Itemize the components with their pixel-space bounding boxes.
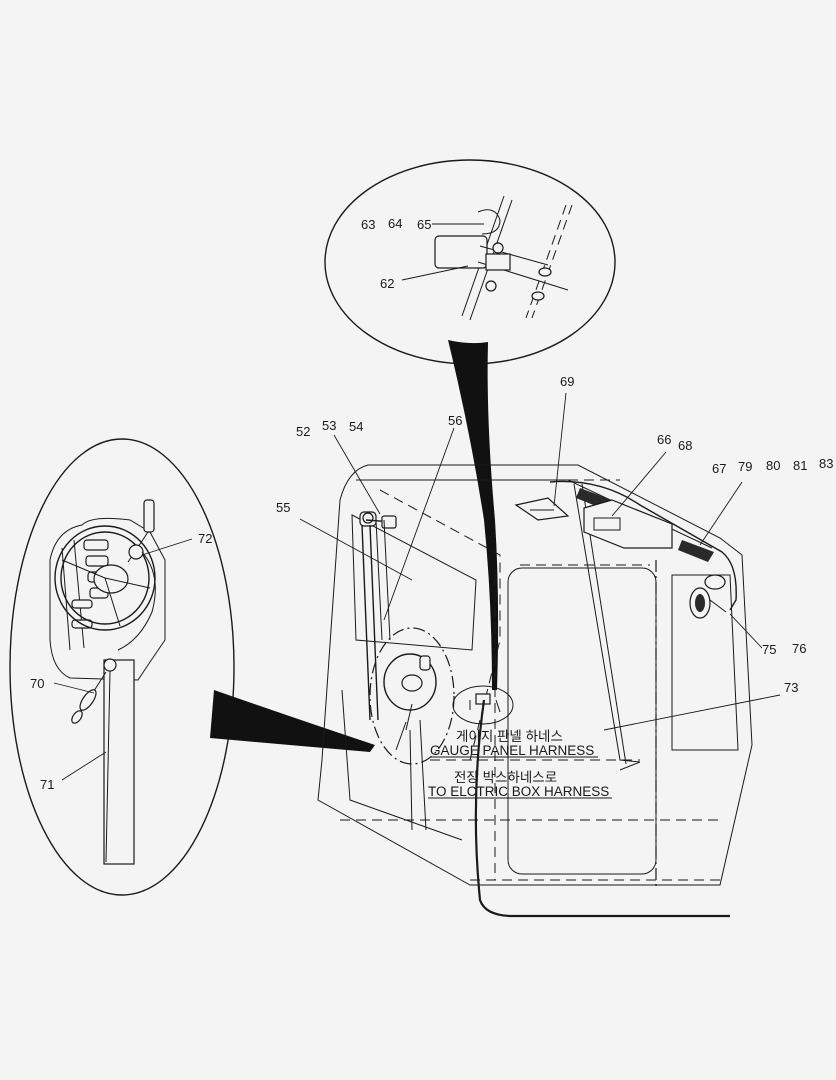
label-68: 68 xyxy=(678,438,692,453)
label-56: 56 xyxy=(448,413,462,428)
label-70: 70 xyxy=(30,676,44,691)
gauge-harness-caption-en: GAUGE PANEL HARNESS xyxy=(430,743,594,758)
label-69: 69 xyxy=(560,374,574,389)
label-76: 76 xyxy=(792,641,806,656)
label-54: 54 xyxy=(349,419,363,434)
label-75: 75 xyxy=(762,642,776,657)
label-62: 62 xyxy=(380,276,394,291)
label-71: 71 xyxy=(40,777,54,792)
cab-structure xyxy=(317,464,753,890)
box-harness-caption-ko: 전장 박스하네스로 xyxy=(454,770,557,785)
label-79: 79 xyxy=(738,459,752,474)
label-73: 73 xyxy=(784,680,798,695)
gauge-harness-caption-ko: 게이지 판넬 하네스 xyxy=(456,729,563,744)
wiper-assembly xyxy=(359,511,397,721)
label-72: 72 xyxy=(198,531,212,546)
label-65: 65 xyxy=(417,217,431,232)
label-66: 66 xyxy=(657,432,671,447)
label-55: 55 xyxy=(276,500,290,515)
left-detail-callout xyxy=(9,438,375,896)
label-81: 81 xyxy=(793,458,807,473)
label-63: 63 xyxy=(361,217,375,232)
label-52: 52 xyxy=(296,424,310,439)
console-ring xyxy=(369,627,455,831)
label-80: 80 xyxy=(766,458,780,473)
top-detail-callout xyxy=(324,159,616,690)
label-67: 67 xyxy=(712,461,726,476)
label-83: 83 xyxy=(819,456,833,471)
label-64: 64 xyxy=(388,216,402,231)
cab-leaders xyxy=(299,392,781,731)
label-53: 53 xyxy=(322,418,336,433)
rear-harness xyxy=(474,480,737,918)
box-harness-caption-en: TO ELCTRIC BOX HARNESS xyxy=(428,784,609,799)
